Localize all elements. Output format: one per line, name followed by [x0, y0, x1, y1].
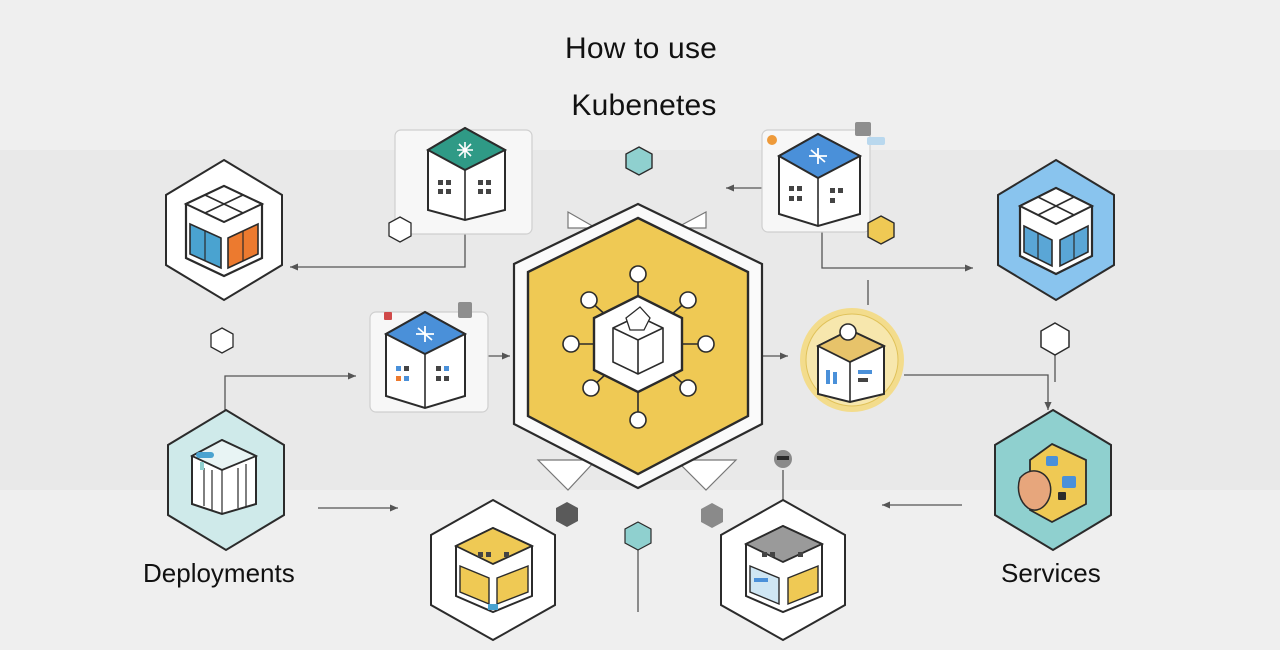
status-dot: [767, 135, 777, 145]
package-icon: [453, 526, 535, 614]
connector-arrow-icon: [821, 227, 973, 272]
hub-spike: [536, 459, 598, 491]
connector-arrow-icon: [904, 374, 1052, 410]
server-cube-icon: [855, 122, 871, 136]
kubernetes-hub-icon: [592, 294, 684, 394]
server-cube-icon: [189, 438, 259, 516]
server-cube-icon: [458, 302, 472, 318]
cube-icon: [183, 184, 265, 278]
deployments-label: Deployments: [143, 558, 295, 588]
kubernetes-hub: [512, 202, 764, 491]
small-markers: [210, 146, 1070, 551]
small-hex-icon: [1040, 322, 1070, 356]
server-cube-icon: [743, 524, 825, 614]
small-hex-icon: [867, 215, 895, 245]
node-card-mid-left: [369, 302, 489, 413]
small-hex-icon: [388, 216, 412, 243]
services-label: Services: [1001, 558, 1101, 588]
server-cube-icon: [815, 323, 887, 404]
hub-spike: [567, 210, 599, 229]
small-hex-icon: [210, 327, 234, 354]
node-hex-services: [994, 408, 1112, 552]
hub-spike: [674, 459, 738, 491]
node-card-top-left: [394, 126, 533, 235]
container-node-icon: [383, 310, 468, 410]
node-hex-bottom-right: [720, 498, 846, 642]
node-card-top-right: [761, 122, 885, 233]
hub-nodes: [562, 265, 715, 429]
node-hex-deployments: [167, 408, 285, 552]
connector-arrow-icon: [224, 372, 356, 410]
diagram-title-line-2: Kubenetes: [571, 89, 717, 122]
small-hex-icon: [625, 146, 653, 176]
small-hex-icon: [624, 521, 652, 551]
node-hex-bottom-left: [430, 498, 556, 642]
node-hex-right: [997, 158, 1115, 302]
package-icon: [1017, 442, 1087, 524]
node-hex-left: [165, 158, 283, 302]
container-node-icon: [776, 132, 863, 228]
diagram-title-line-1: How to use: [564, 32, 718, 65]
small-hex-icon: [556, 502, 578, 527]
cube-icon: [1017, 186, 1095, 276]
node-circle-right: [800, 308, 904, 412]
small-hex-icon: [701, 503, 723, 528]
hub-spike: [675, 211, 707, 229]
connector-arrow-icon: [290, 232, 466, 271]
container-node-icon: [425, 126, 508, 222]
